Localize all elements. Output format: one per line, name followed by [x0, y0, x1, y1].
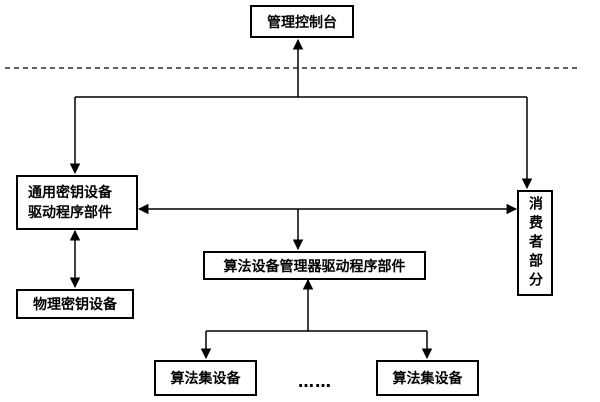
algorithm-set-device-box-2: 算法集设备: [376, 360, 479, 396]
algorithm-manager-driver-box: 算法设备管理器驱动程序部件: [203, 251, 426, 280]
ellipsis-more-devices: ……: [298, 372, 332, 391]
physical-key-device-label: 物理密钥设备: [33, 297, 117, 313]
algorithm-set-device-label-1: 算法集设备: [170, 371, 241, 387]
algorithm-set-device-box-1: 算法集设备: [154, 360, 257, 396]
physical-key-device-box: 物理密钥设备: [16, 289, 134, 319]
management-console-label: 管理控制台: [267, 14, 337, 31]
consumer-label: 消费者部分: [527, 195, 543, 291]
algorithm-set-device-label-2: 算法集设备: [392, 371, 463, 387]
general-key-device-driver-box: 通用密钥设备 驱动程序部件: [16, 175, 138, 230]
consumer-box: 消费者部分: [517, 190, 553, 296]
algorithm-manager-driver-label: 算法设备管理器驱动程序部件: [223, 258, 406, 275]
general-driver-label-line2: 驱动程序部件: [28, 204, 112, 221]
general-driver-label-line1: 通用密钥设备: [28, 184, 112, 201]
management-console-box: 管理控制台: [250, 5, 354, 38]
